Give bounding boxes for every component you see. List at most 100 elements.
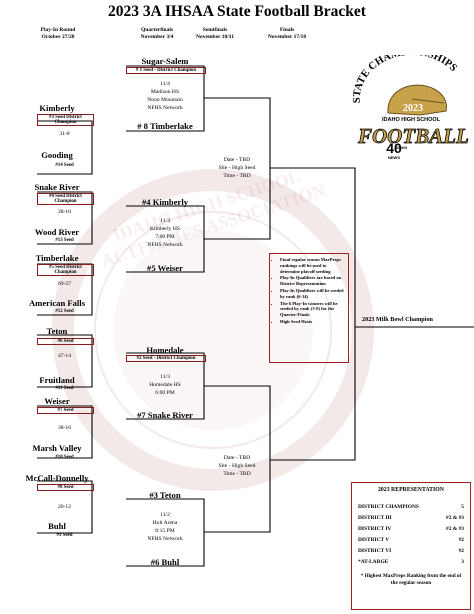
- representation-row: DISTRICT V#2: [358, 534, 464, 545]
- playin-score: 20-12: [57, 504, 72, 510]
- game-time: 6:00 PM: [155, 390, 175, 396]
- football-logo-icon: STATE CHAMPIONSHIPS 2023 IDAHO HIGH SCHO…: [352, 47, 470, 150]
- playin-seed-top: #5 Seed District Champion: [37, 264, 94, 276]
- playin-team-top: Timberlake: [35, 253, 79, 263]
- playin-team-bottom: Buhl: [48, 521, 66, 531]
- quarter-game-info: 11/4 Madison HS Noon Mountain NFHS Netwo…: [126, 80, 204, 112]
- round-name: Finals: [279, 27, 295, 33]
- playin-team-top: McCall-Donnelly: [25, 473, 89, 483]
- round-header-finals: Finals November 17/18: [247, 27, 327, 40]
- round-header-quarterfinals: Quarterfinals November 3/4: [122, 27, 192, 40]
- game-time: Time - TBD: [223, 471, 251, 477]
- quarter-team-top: Sugar-Salem: [141, 56, 189, 66]
- news-badge: 40 NEWS: [379, 141, 409, 163]
- playin-team-bottom: Marsh Valley: [32, 443, 82, 453]
- playin-seed-top: #3 Seed District Champion: [37, 114, 94, 126]
- playin-seed-top: #4 Seed District Champion: [37, 193, 94, 205]
- playin-seed-top: #7 Seed: [37, 407, 94, 414]
- game-date: 11/3: [160, 374, 170, 380]
- representation-row: DISTRICT VI #2: [358, 545, 464, 556]
- rep-label: DISTRICT CHAMPIONS: [358, 503, 419, 510]
- rep-label: DISTRICT V: [358, 536, 390, 543]
- round-date: November 17/18: [267, 33, 307, 40]
- game-site: Homedale HS: [149, 382, 181, 388]
- representation-row: DISTRICT CHAMPIONS 5: [358, 501, 464, 512]
- round-date: November 3/4: [140, 33, 174, 40]
- champion-label: 2023 Milk Bowl Champion: [362, 316, 433, 323]
- game-date: 11/2: [160, 512, 170, 518]
- championship-logo: STATE CHAMPIONSHIPS 2023 IDAHO HIGH SCHO…: [352, 47, 472, 155]
- playin-team-bottom: American Falls: [28, 298, 86, 308]
- playin-seed-bottom: #12 Seed: [55, 309, 74, 314]
- playin-team-top: Snake River: [34, 182, 80, 192]
- quarter-team-bottom: # 8 Timberlake: [137, 121, 193, 131]
- rep-value: 5: [461, 503, 464, 510]
- game-site: Holt Arena: [152, 520, 178, 526]
- quarter-team-top: Homedale: [146, 345, 184, 355]
- playin-seed-bottom: #9 Seed: [56, 533, 73, 538]
- game-site: Kimberly HS: [150, 226, 180, 232]
- quarter-team-bottom: #6 Buhl: [150, 557, 180, 567]
- game-broadcast: NFHS Network: [147, 105, 183, 111]
- playin-seed-bottom: #11 Seed: [55, 386, 74, 391]
- note-item: Play-In Qualifiers will be seeded by ran…: [280, 288, 346, 300]
- note-item: High Seed Hosts: [280, 319, 346, 325]
- quarter-game-info: 11/3 Homedale HS 6:00 PM: [126, 373, 204, 397]
- game-date: Date - TBD: [223, 455, 251, 461]
- playin-seed-top: #8 Seed: [37, 484, 94, 491]
- playin-seed-bottom: #10 Seed: [55, 455, 74, 460]
- logo-org: IDAHO HIGH SCHOOL: [382, 117, 441, 123]
- watermark-seal: [52, 169, 374, 491]
- rep-label: DISTRICT IV: [358, 525, 392, 532]
- badge-top: IDAHO: [396, 146, 408, 150]
- round-name: Play-In Round: [40, 27, 76, 33]
- page-title: 2023 3A IHSAA State Football Bracket: [108, 3, 366, 20]
- representation-row: DISTRICT III #2 & #3: [358, 512, 464, 523]
- round-date: November 10/11: [196, 33, 234, 40]
- playin-seed-top: #6 Seed: [37, 338, 94, 345]
- playin-team-bottom: Gooding: [41, 150, 73, 160]
- note-item: Play-In Qualifiers are based on District…: [280, 275, 346, 287]
- playin-score: 28-10: [57, 209, 72, 215]
- round-header-semifinals: Semifinals November 10/11: [180, 27, 250, 40]
- round-date: October 27/28: [41, 33, 75, 40]
- quarter-game-info: 11/2 Holt Arena 8:15 PM NFHS Network: [126, 511, 204, 543]
- game-time: Noon Mountain: [147, 97, 183, 103]
- game-date: 11/3: [160, 218, 170, 224]
- quarter-team-top: #3 Teton: [149, 490, 181, 500]
- game-broadcast: NFHS Network: [147, 242, 183, 248]
- semifinal-info-top: Date - TBD Site - High Seed Time - TBD: [204, 156, 270, 180]
- rep-label: *AT-LARGE: [358, 558, 389, 565]
- round-name: Quarterfinals: [140, 27, 174, 33]
- game-broadcast: NFHS Network: [147, 536, 183, 542]
- playin-team-top: Kimberly: [39, 103, 75, 113]
- playin-score: 69-27: [57, 281, 72, 287]
- rep-value: #2: [458, 547, 464, 554]
- playin-score: 47-14: [57, 353, 72, 359]
- game-site: Site - High Seed: [218, 463, 256, 469]
- game-site: Madison HS: [150, 89, 180, 95]
- rep-value: 3: [461, 558, 464, 565]
- rep-value: #2 & #3: [446, 514, 464, 521]
- game-time: 8:15 PM: [155, 528, 175, 534]
- note-item: Final regular season MaxPreps rankings w…: [280, 257, 346, 274]
- note-item: The 6 Play-In winners will be seeded by …: [280, 301, 346, 318]
- quarter-team-bottom: #7 Snake River: [137, 410, 193, 420]
- playin-team-top: Teton: [46, 326, 68, 336]
- quarter-seed-top: #2 Seed - District Champion: [126, 355, 206, 362]
- representation-row: *AT-LARGE 3: [358, 556, 464, 567]
- playin-team-bottom: Fruitland: [39, 375, 75, 385]
- game-date: 11/4: [160, 81, 170, 87]
- rep-label: DISTRICT III: [358, 514, 392, 521]
- representation-title: 2023 REPRESENTATION: [378, 487, 444, 493]
- badge-bottom: NEWS: [388, 155, 400, 160]
- playin-team-bottom: Wood River: [34, 227, 80, 237]
- representation-row: DISTRICT IV#2 & #3: [358, 523, 464, 534]
- playin-score: 31-8: [59, 131, 70, 137]
- playin-score: 38-16: [57, 425, 72, 431]
- logo-year: 2023: [403, 103, 423, 114]
- quarter-game-info: 11/3 Kimberly HS 7:00 PM NFHS Network: [126, 217, 204, 249]
- rep-label: DISTRICT VI: [358, 547, 392, 554]
